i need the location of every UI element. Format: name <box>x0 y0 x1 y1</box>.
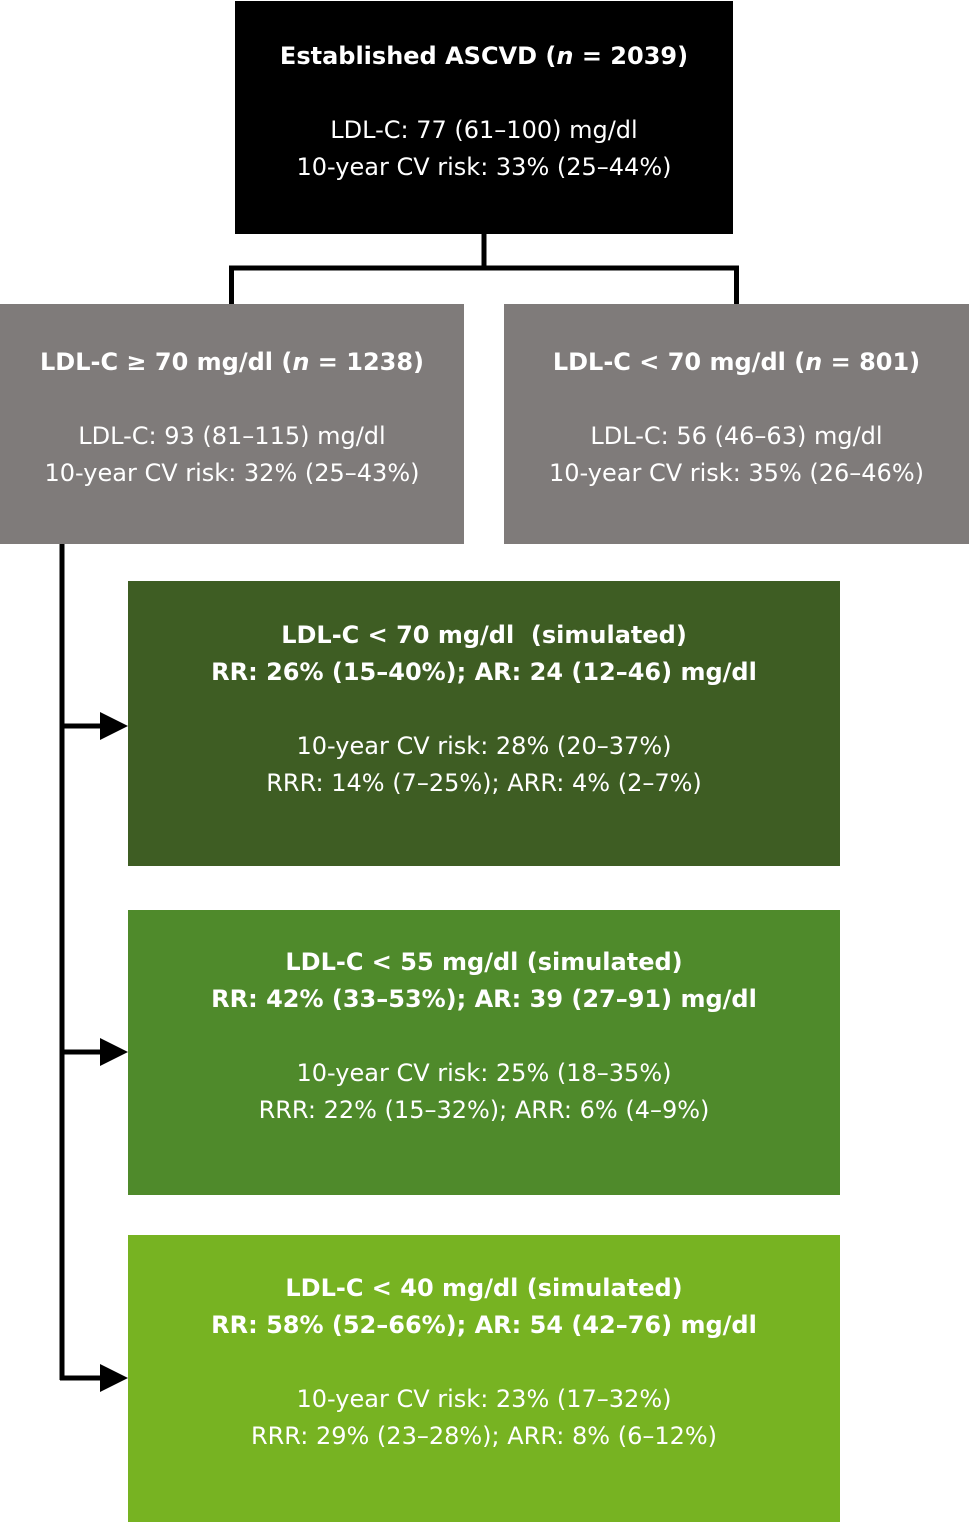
sim1-risk-reduction: RRR: 14% (7–25%); ARR: 4% (2–7%) <box>266 769 702 797</box>
ldl-high-group-box: LDL-C ≥ 70 mg/dl (n = 1238) LDL-C: 93 (8… <box>0 304 464 544</box>
ldl-low-group-box: LDL-C < 70 mg/dl (n = 801) LDL-C: 56 (46… <box>504 304 969 544</box>
sim3-risk: 10-year CV risk: 23% (17–32%) <box>296 1385 672 1413</box>
arrowhead-1 <box>100 712 128 740</box>
arrowhead-3 <box>100 1364 128 1392</box>
simulated-ldl-55-box: LDL-C < 55 mg/dl (simulated) RR: 42% (33… <box>128 910 840 1195</box>
left-box-risk: 10-year CV risk: 32% (25–43%) <box>44 459 420 487</box>
left-box-ldl: LDL-C: 93 (81–115) mg/dl <box>78 422 386 450</box>
sim2-title: LDL-C < 55 mg/dl (simulated) <box>285 948 683 976</box>
sim1-title: LDL-C < 70 mg/dl (simulated) <box>281 621 687 649</box>
sim1-risk: 10-year CV risk: 28% (20–37%) <box>296 732 672 760</box>
right-box-risk: 10-year CV risk: 35% (26–46%) <box>549 459 924 487</box>
established-ascvd-box: Established ASCVD (n = 2039) LDL-C: 77 (… <box>235 1 733 234</box>
simulated-ldl-70-box: LDL-C < 70 mg/dl (simulated) RR: 26% (15… <box>128 581 840 866</box>
sim3-title: LDL-C < 40 mg/dl (simulated) <box>285 1274 683 1302</box>
top-box-title: Established ASCVD (n = 2039) <box>279 42 689 70</box>
sim2-risk: 10-year CV risk: 25% (18–35%) <box>296 1059 672 1087</box>
sim2-risk-reduction: RRR: 22% (15–32%); ARR: 6% (4–9%) <box>258 1096 710 1124</box>
sim3-risk-reduction: RRR: 29% (23–28%); ARR: 8% (6–12%) <box>250 1422 718 1450</box>
arrowhead-2 <box>100 1038 128 1066</box>
sim2-reduction: RR: 42% (33–53%); AR: 39 (27–91) mg/dl <box>211 985 757 1013</box>
right-box-title: LDL-C < 70 mg/dl (n = 801) <box>552 348 921 376</box>
top-box-risk: 10-year CV risk: 33% (25–44%) <box>296 153 672 181</box>
right-box-ldl: LDL-C: 56 (46–63) mg/dl <box>590 422 883 450</box>
left-box-title: LDL-C ≥ 70 mg/dl (n = 1238) <box>39 348 425 376</box>
sim1-reduction: RR: 26% (15–40%); AR: 24 (12–46) mg/dl <box>211 658 757 686</box>
top-box-ldl: LDL-C: 77 (61–100) mg/dl <box>330 116 638 144</box>
sim3-reduction: RR: 58% (52–66%); AR: 54 (42–76) mg/dl <box>211 1311 757 1339</box>
simulated-ldl-40-box: LDL-C < 40 mg/dl (simulated) RR: 58% (52… <box>128 1235 840 1522</box>
